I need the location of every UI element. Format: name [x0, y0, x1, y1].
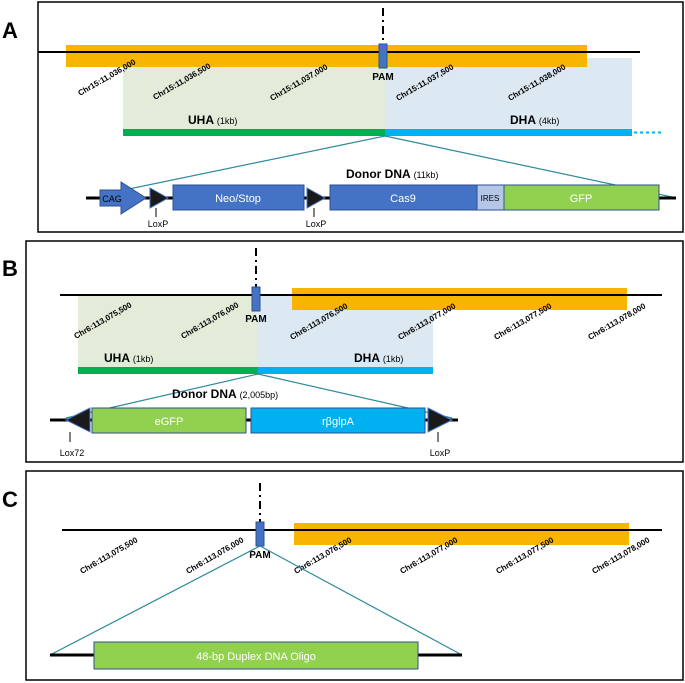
panel-a-donor-label: Donor DNA (11kb)	[346, 167, 438, 181]
panel-b-loxp-label: LoxP	[430, 448, 451, 458]
panel-b-egfp-label: eGFP	[155, 416, 184, 428]
panel-a-pam-label: PAM	[372, 72, 393, 83]
panel-c-gene-bar	[294, 523, 629, 545]
panel-b-lox72-label: Lox72	[60, 448, 85, 458]
panel-b-frame	[25, 240, 684, 463]
panel-a-dha-region	[385, 58, 632, 130]
panel-b-uha-region	[78, 296, 258, 368]
panel-a-pam-marker	[378, 43, 388, 69]
panel-c-coord-1: Chr6:113,075,500	[79, 535, 140, 576]
panel-b-pam-label: PAM	[245, 314, 266, 325]
panel-c: C PAM Chr6:113,075,500 Chr6:113,076,000 …	[2, 470, 684, 681]
panel-a-cag-label: CAG	[102, 194, 122, 204]
panel-a-ires-label: IRES	[481, 194, 500, 203]
panel-a-funnel-left	[99, 135, 386, 196]
panel-a-loxp-left-triangle	[149, 187, 170, 209]
panel-c-letter: C	[2, 487, 18, 512]
panel-a-cas9-label: Cas9	[390, 193, 416, 205]
panel-c-funnel-right	[259, 545, 463, 656]
panel-b-donor-label: Donor DNA (2,005bp)	[172, 387, 278, 401]
panel-c-funnel-left	[49, 545, 261, 656]
panel-a-loxp-right-triangle	[306, 187, 327, 209]
panel-a-neo-stop-label: Neo/Stop	[215, 193, 261, 205]
panel-b-rbglpa-box	[250, 407, 426, 434]
panel-a-cas9-box	[329, 184, 478, 211]
panel-b-loxp-triangle	[427, 407, 454, 433]
panel-a-dha-label: DHA (4kb)	[510, 113, 559, 127]
panel-c-pam-marker	[255, 521, 265, 547]
panel-a-letter: A	[2, 18, 18, 43]
panel-b-dha-bar	[258, 367, 433, 374]
panel-b-dha-label: DHA (1kb)	[354, 351, 403, 365]
panel-a-gene-bar	[66, 45, 587, 67]
panel-a-uha-bar	[123, 129, 385, 136]
panel-a-frame	[37, 1, 684, 233]
panel-b-rbglpa-label: rβglpA	[322, 416, 355, 428]
panel-c-oligo-label: 48-bp Duplex DNA Oligo	[196, 651, 316, 663]
panel-b: B PAM Chr6:113,075,500 Chr6:113,076,000 …	[2, 240, 684, 463]
panel-a-ires-box	[476, 184, 505, 211]
panel-a-cag-promoter	[99, 181, 147, 215]
panel-a-gfp-label: GFP	[570, 193, 593, 205]
panel-c-oligo-box	[93, 641, 419, 670]
panel-a: A PAM Chr15:11,036,000 Chr15:11,036,500 …	[2, 1, 684, 233]
panel-c-pam-label: PAM	[249, 550, 270, 561]
panel-a-gfp-box	[503, 184, 660, 211]
panel-a-neo-stop-box	[172, 184, 305, 211]
panel-b-lox72-triangle	[64, 407, 91, 433]
panel-b-egfp-box	[91, 407, 247, 434]
panel-a-loxp-right-label: LoxP	[306, 219, 327, 229]
panel-b-letter: B	[2, 256, 18, 281]
panel-a-dha-bar	[385, 129, 632, 136]
panel-b-gene-bar	[292, 288, 627, 310]
panel-a-uha-region	[123, 58, 385, 130]
panel-b-uha-label: UHA (1kb)	[104, 351, 153, 365]
panel-b-pam-marker	[251, 286, 261, 312]
panel-b-uha-bar	[78, 367, 258, 374]
panel-a-uha-label: UHA (1kb)	[188, 113, 237, 127]
panel-a-loxp-left-label: LoxP	[148, 219, 169, 229]
panel-c-frame	[25, 470, 684, 681]
